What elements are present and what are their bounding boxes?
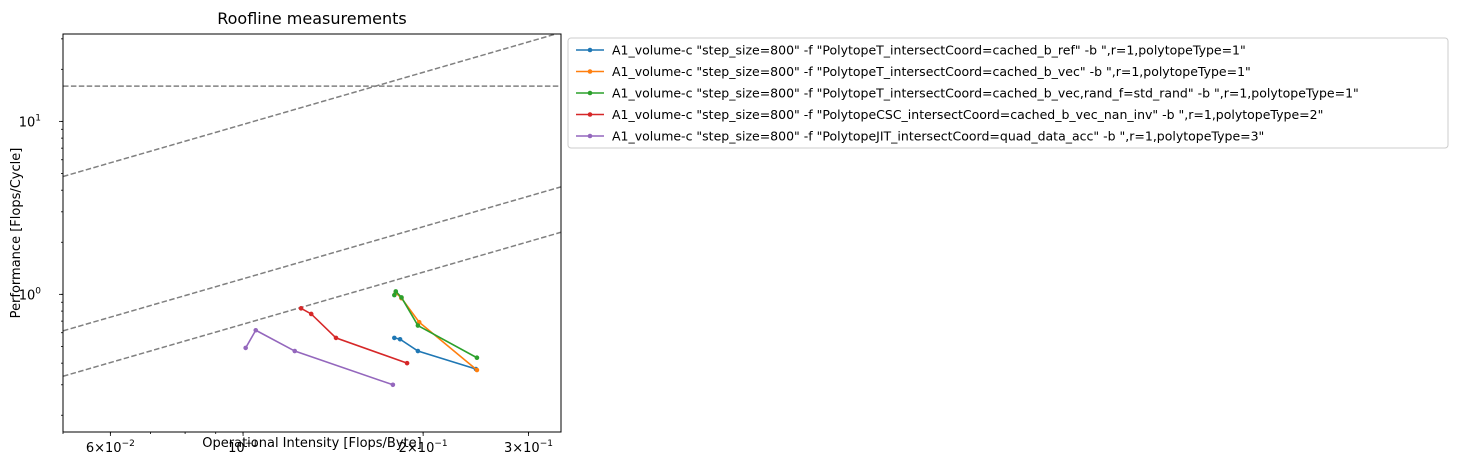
series-line	[394, 337, 477, 370]
series-5	[243, 327, 396, 388]
series-3	[392, 289, 480, 361]
data-point	[292, 348, 298, 354]
series-line	[244, 329, 394, 386]
data-point	[308, 311, 314, 317]
data-point	[415, 323, 421, 328]
legend-marker	[587, 112, 593, 117]
legend-marker	[587, 133, 593, 139]
data-point	[243, 345, 248, 351]
legend: A1_volume-c "step_size=800" -f "Polytope…	[567, 37, 1449, 149]
series-line	[393, 289, 478, 359]
y-tick-label: 100	[19, 286, 42, 303]
bandwidth-roof-line	[63, 186, 561, 332]
data-point	[474, 355, 480, 361]
data-point	[393, 289, 399, 294]
legend-label: A1_volume-c "step_size=800" -f "Polytope…	[612, 64, 1251, 79]
legend-entry: A1_volume-c "step_size=800" -f "Polytope…	[576, 86, 1359, 101]
plot-frame	[62, 33, 562, 433]
series-line	[395, 292, 478, 371]
roofline-layer	[63, 34, 561, 377]
data-point	[392, 292, 397, 298]
bandwidth-roof-line	[63, 34, 559, 178]
axis-layer: 6×10−2 10−1 2×10−1 3×10−1 100 101	[19, 38, 553, 456]
x-axis-label: Operational Intensity [Flops/Byte]	[202, 436, 421, 451]
series-line	[300, 307, 408, 364]
data-point	[298, 306, 304, 311]
x-tick-label: 6×10−2	[86, 439, 135, 456]
chart-title: Roofline measurements	[217, 9, 407, 28]
x-tick-label: 10−1	[228, 439, 258, 456]
bandwidth-roof-line	[63, 231, 561, 377]
x-tick-label: 3×10−1	[504, 439, 553, 456]
legend-label: A1_volume-c "step_size=800" -f "Polytope…	[612, 129, 1264, 144]
series-4	[298, 306, 410, 366]
legend-entry: A1_volume-c "step_size=800" -f "Polytope…	[576, 107, 1323, 122]
legend-label: A1_volume-c "step_size=800" -f "Polytope…	[612, 107, 1323, 122]
series-2	[393, 290, 480, 373]
legend-marker	[587, 47, 593, 53]
data-point	[392, 335, 397, 341]
series-layer	[243, 289, 480, 388]
y-axis-label: Performance [Flops/Cycle]	[9, 148, 24, 319]
data-point	[390, 382, 396, 388]
data-point	[399, 295, 404, 300]
legend-marker	[587, 90, 593, 96]
data-point	[474, 367, 480, 373]
data-point	[404, 360, 410, 366]
data-point	[415, 348, 421, 354]
legend-entry: A1_volume-c "step_size=800" -f "Polytope…	[576, 129, 1264, 144]
legend-label: A1_volume-c "step_size=800" -f "Polytope…	[612, 43, 1246, 58]
legend-label: A1_volume-c "step_size=800" -f "Polytope…	[612, 86, 1359, 101]
series-1	[392, 335, 479, 372]
y-tick-label: 101	[19, 113, 41, 130]
data-point	[253, 327, 259, 333]
x-tick-label: 2×10−1	[399, 439, 448, 456]
legend-box	[567, 37, 1449, 149]
data-point	[333, 335, 339, 341]
legend-marker	[587, 69, 593, 74]
legend-entry: A1_volume-c "step_size=800" -f "Polytope…	[576, 64, 1251, 79]
legend-entry: A1_volume-c "step_size=800" -f "Polytope…	[576, 43, 1246, 58]
data-point	[397, 336, 403, 342]
